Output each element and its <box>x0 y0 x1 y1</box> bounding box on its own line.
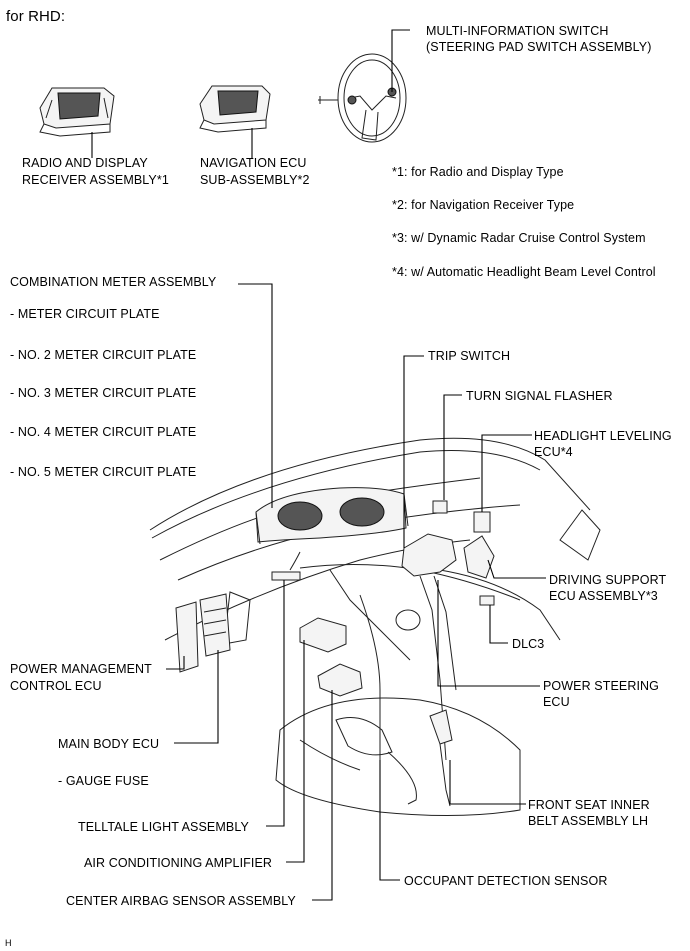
label-headlight-leveling-line2: ECU*4 <box>534 445 573 459</box>
label-power-steering-line1: POWER STEERING <box>543 679 659 693</box>
label-no2-meter-plate: - NO. 2 METER CIRCUIT PLATE <box>10 348 197 362</box>
label-headlight-leveling-line1: HEADLIGHT LEVELING <box>534 429 672 443</box>
label-multi-info-switch-line2: (STEERING PAD SWITCH ASSEMBLY) <box>426 40 652 54</box>
label-no3-meter-plate: - NO. 3 METER CIRCUIT PLATE <box>10 386 197 400</box>
telltale-light-icon <box>271 571 301 581</box>
label-combination-meter: COMBINATION METER ASSEMBLY <box>10 275 217 289</box>
navigation-ecu-icon <box>199 85 271 158</box>
label-power-steering-line2: ECU <box>543 695 570 709</box>
note-4: *4: w/ Automatic Headlight Beam Level Co… <box>392 265 656 279</box>
label-telltale-light: TELLTALE LIGHT ASSEMBLY <box>78 820 249 834</box>
label-no5-meter-plate: - NO. 5 METER CIRCUIT PLATE <box>10 465 197 479</box>
label-gauge-fuse: - GAUGE FUSE <box>58 774 149 788</box>
main-body-ecu-icon <box>175 593 231 673</box>
turn-signal-flasher-icon <box>432 500 448 514</box>
telltale-wire <box>289 551 301 571</box>
note-3: *3: w/ Dynamic Radar Cruise Control Syst… <box>392 231 646 245</box>
label-no4-meter-plate: - NO. 4 METER CIRCUIT PLATE <box>10 425 197 439</box>
label-radio-line2: RECEIVER ASSEMBLY*1 <box>22 173 169 187</box>
label-air-conditioning: AIR CONDITIONING AMPLIFIER <box>84 856 273 870</box>
label-center-airbag: CENTER AIRBAG SENSOR ASSEMBLY <box>66 894 296 908</box>
steering-wheel-switch-icon <box>318 29 410 143</box>
label-occupant-detection: OCCUPANT DETECTION SENSOR <box>404 874 608 888</box>
label-front-seat-belt-line2: BELT ASSEMBLY LH <box>528 814 649 828</box>
dashboard-outline <box>149 437 601 760</box>
label-dlc3: DLC3 <box>512 637 545 651</box>
footer-code: H <box>5 938 12 948</box>
center-airbag-sensor-icon <box>317 663 363 697</box>
seat-belt-icon <box>429 709 453 807</box>
label-nav-line2: SUB-ASSEMBLY*2 <box>200 173 310 187</box>
note-1: *1: for Radio and Display Type <box>392 165 564 179</box>
dlc3-icon <box>479 595 495 606</box>
driver-seat-icon <box>275 697 521 817</box>
label-power-management-line1: POWER MANAGEMENT <box>10 662 152 676</box>
label-radio-line1: RADIO AND DISPLAY <box>22 156 148 170</box>
label-power-management-line2: CONTROL ECU <box>10 679 102 693</box>
label-nav-line1: NAVIGATION ECU <box>200 156 307 170</box>
air-conditioning-amplifier-icon <box>299 617 347 653</box>
combination-meter-icon <box>255 487 409 545</box>
leader-lines <box>166 283 546 901</box>
label-trip-switch: TRIP SWITCH <box>428 349 511 363</box>
page-title: for RHD: <box>6 8 66 25</box>
headlight-leveling-ecu-icon <box>463 511 495 579</box>
label-turn-signal-flasher: TURN SIGNAL FLASHER <box>466 389 613 403</box>
label-main-body-ecu: MAIN BODY ECU <box>58 737 160 751</box>
radio-display-receiver-icon <box>39 87 115 158</box>
label-front-seat-belt-line1: FRONT SEAT INNER <box>528 798 650 812</box>
label-meter-circuit-plate: - METER CIRCUIT PLATE <box>10 307 160 321</box>
label-multi-info-switch-line1: MULTI-INFORMATION SWITCH <box>426 24 609 38</box>
label-driving-support-line2: ECU ASSEMBLY*3 <box>549 589 658 603</box>
label-driving-support-line1: DRIVING SUPPORT <box>549 573 667 587</box>
note-2: *2: for Navigation Receiver Type <box>392 198 575 212</box>
